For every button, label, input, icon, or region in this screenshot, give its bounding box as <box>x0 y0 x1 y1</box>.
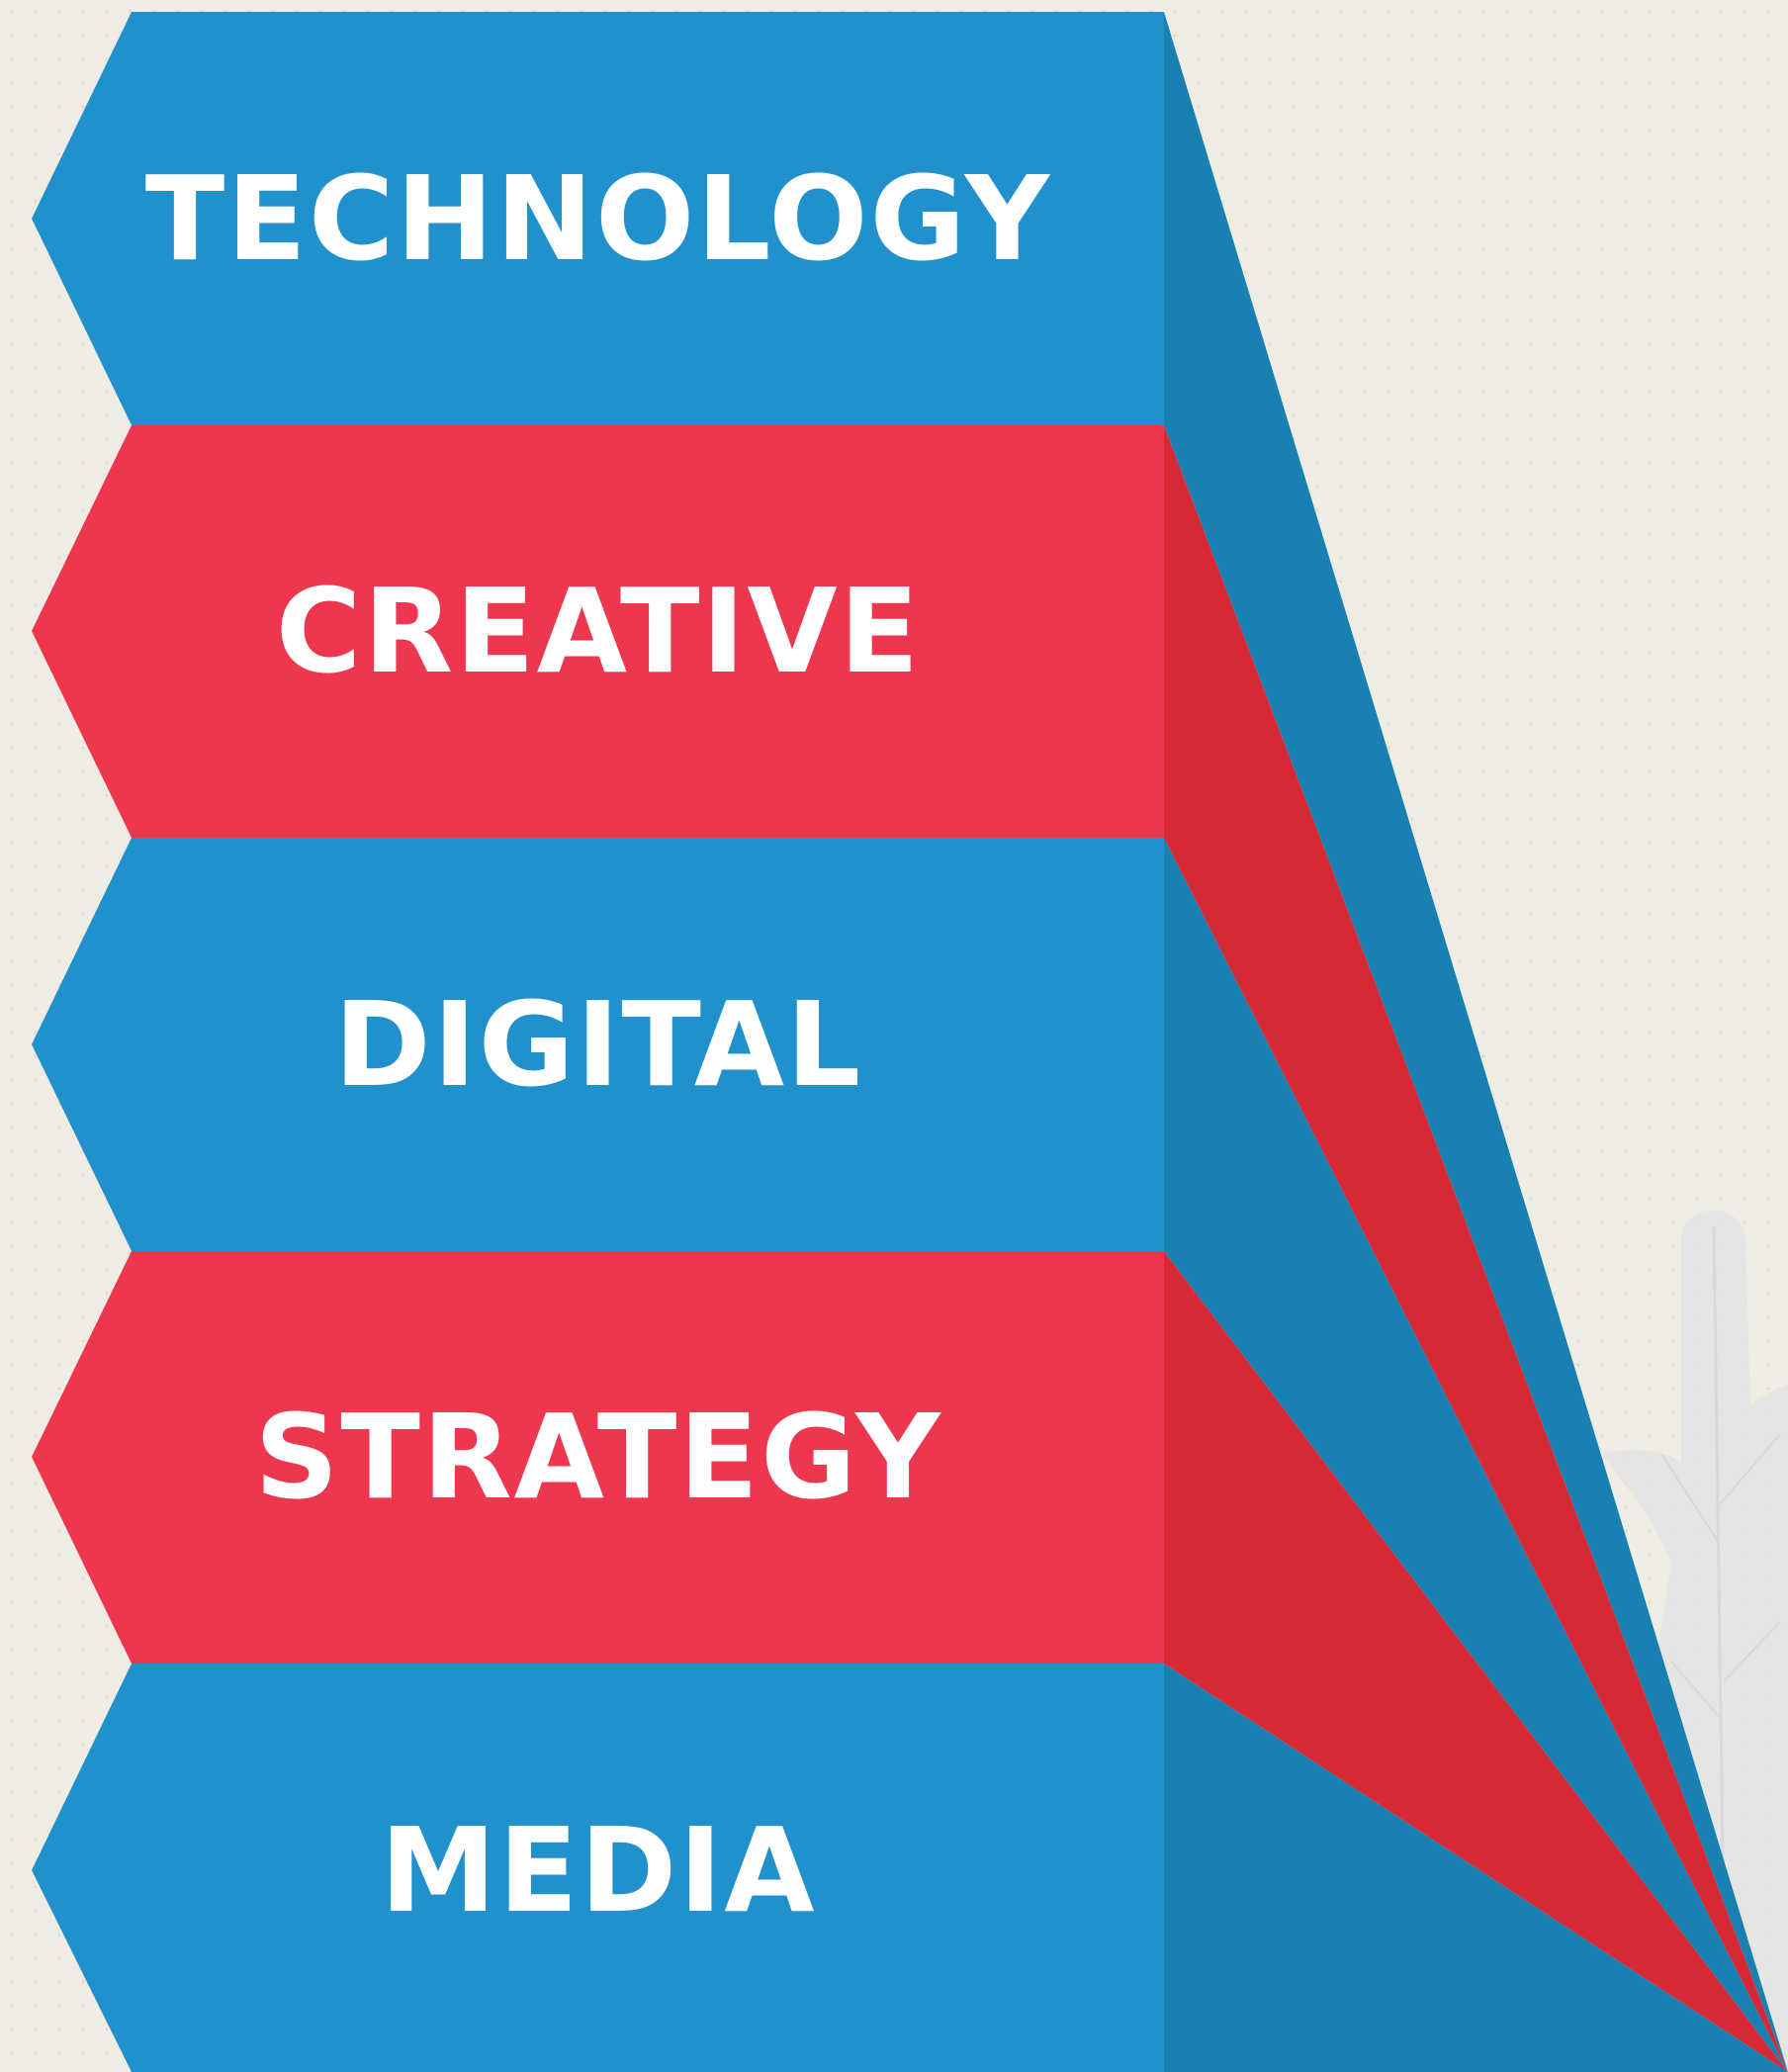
band-shape-strategy <box>32 1251 1164 1664</box>
band-label-digital: DIGITAL <box>334 976 862 1113</box>
band-creative: CREATIVE <box>32 425 1164 838</box>
band-shape-digital <box>32 838 1164 1251</box>
band-label-technology: TECHNOLOGY <box>145 150 1052 287</box>
band-shape-media <box>32 1664 1164 2072</box>
band-shape-creative <box>32 425 1164 838</box>
side-face-technology <box>1164 12 1788 2072</box>
band-label-strategy: STRATEGY <box>254 1389 941 1525</box>
band-technology: TECHNOLOGY <box>32 12 1164 425</box>
band-label-creative: CREATIVE <box>276 563 922 699</box>
band-media: MEDIA <box>32 1664 1164 2072</box>
band-strategy: STRATEGY <box>32 1251 1164 1664</box>
band-shape-technology <box>32 12 1164 425</box>
band-label-media: MEDIA <box>380 1802 816 1938</box>
band-digital: DIGITAL <box>32 838 1164 1251</box>
